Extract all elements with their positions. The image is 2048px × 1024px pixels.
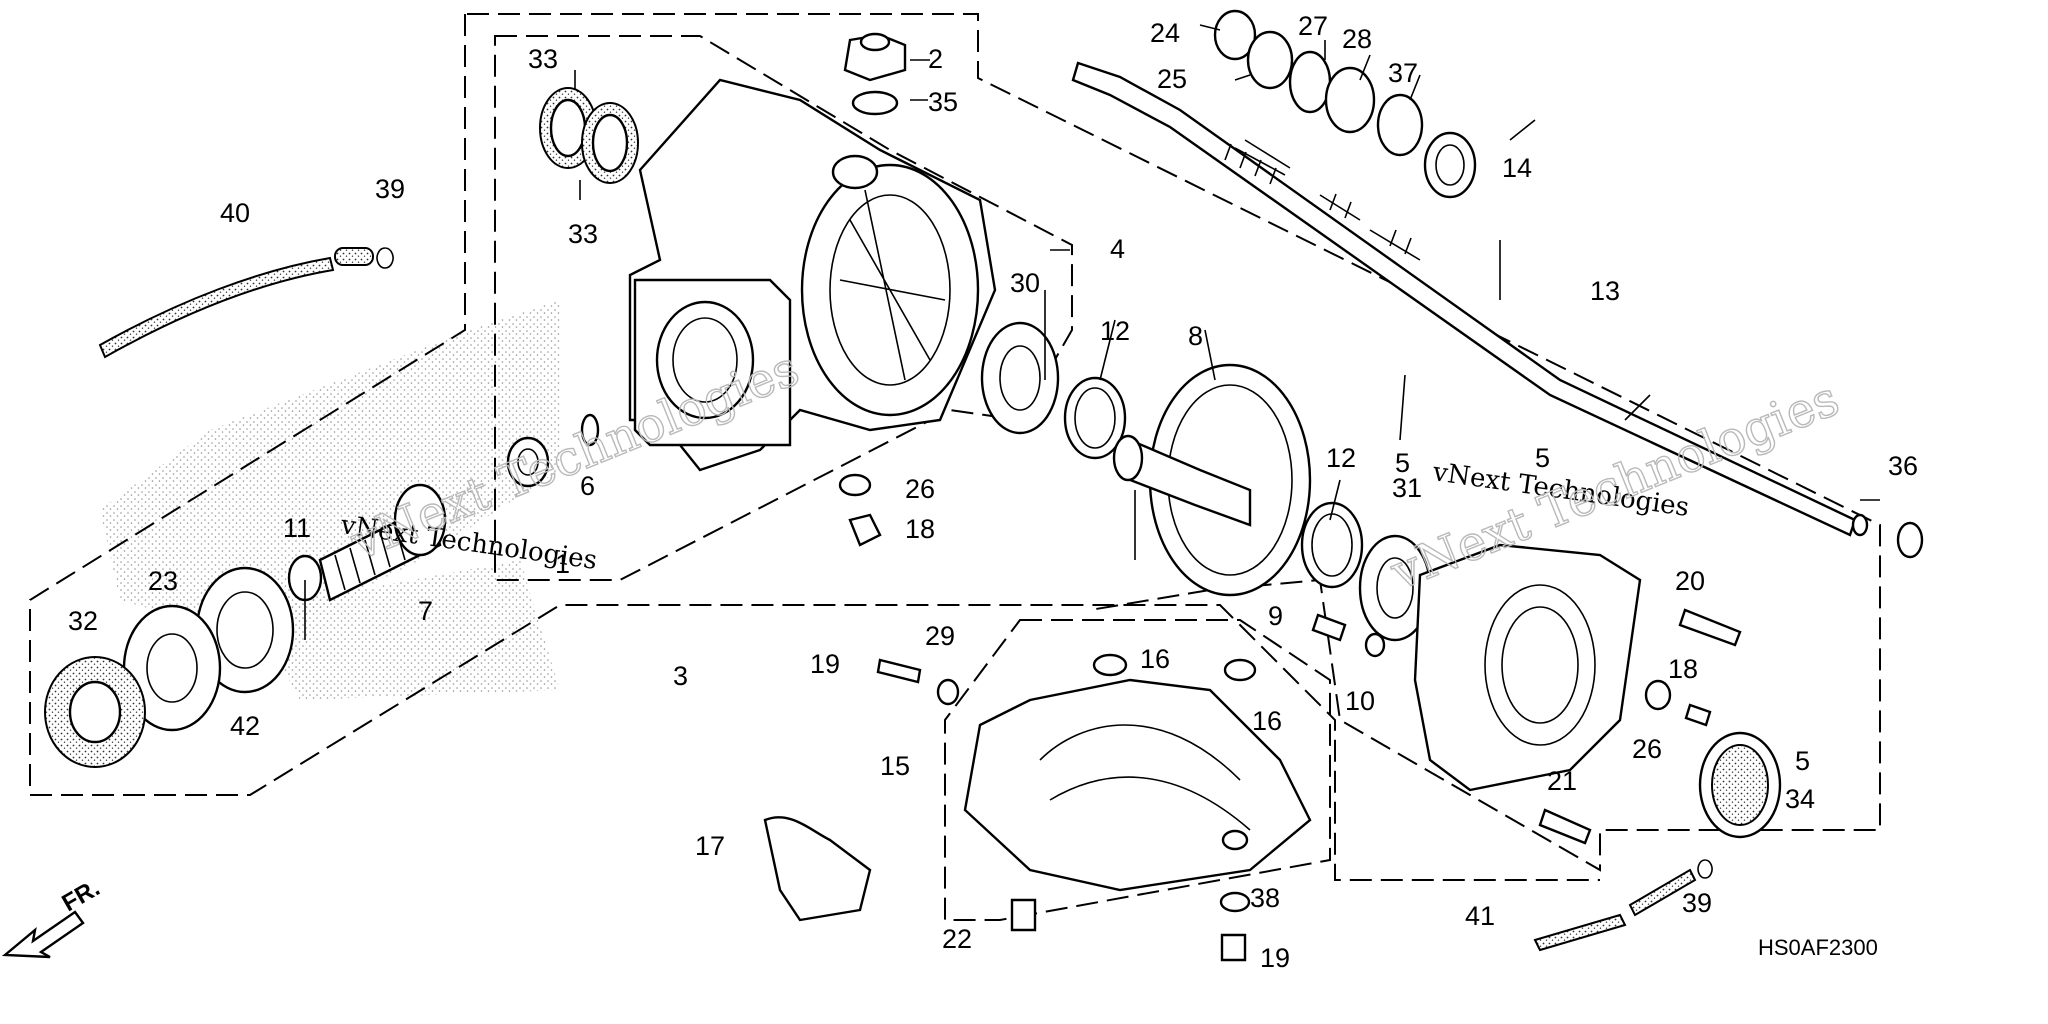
callout-5b: 5 (1535, 443, 1550, 473)
callout-42: 42 (230, 711, 260, 741)
callout-33a: 33 (528, 44, 558, 74)
callout-14: 14 (1502, 153, 1532, 183)
assembly-boundaries (29, 13, 1881, 921)
callout-12b: 12 (1326, 443, 1356, 473)
callout-5a: 5 (1395, 448, 1410, 478)
callout-17: 17 (695, 831, 725, 861)
callout-16a: 16 (1140, 644, 1170, 674)
callout-20: 20 (1675, 566, 1705, 596)
callout-18b: 18 (1668, 654, 1698, 684)
callout-39a: 39 (375, 174, 405, 204)
gear-case-cover (1413, 543, 1782, 839)
bolts-and-washers (838, 473, 1742, 962)
ring-gear (1112, 363, 1312, 597)
callout-12a: 12 (1100, 316, 1130, 346)
callout-6: 6 (580, 471, 595, 501)
callout-23: 23 (148, 566, 178, 596)
callout-22: 22 (942, 924, 972, 954)
callout-19a: 19 (810, 649, 840, 679)
callout-7: 7 (418, 596, 433, 626)
callout-29: 29 (925, 621, 955, 651)
background-logo-watermark (100, 300, 560, 700)
drive-pinion-assembly (44, 413, 600, 768)
callout-18a: 18 (905, 514, 935, 544)
callout-3: 3 (673, 661, 688, 691)
callout-5c: 5 (1795, 746, 1810, 776)
callout-28: 28 (1342, 24, 1372, 54)
figure-code: HS0AF2300 (1758, 935, 1878, 960)
callout-26a: 26 (905, 474, 935, 504)
callout-19b: 19 (1260, 943, 1290, 973)
leader-lines (304, 24, 1880, 640)
skid-plate (763, 653, 1312, 922)
callout-41: 41 (1465, 901, 1495, 931)
bearings-and-shims (980, 9, 1924, 642)
callout-33b: 33 (568, 219, 598, 249)
callout-labels: 1 2 3 4 5 5 5 6 7 8 9 10 11 12 12 13 14 … (68, 11, 1918, 973)
breather-tube (98, 247, 394, 359)
callout-21: 21 (1547, 766, 1577, 796)
callout-10: 10 (1345, 686, 1375, 716)
callout-35: 35 (928, 87, 958, 117)
callout-38: 38 (1250, 883, 1280, 913)
callout-39b: 39 (1682, 888, 1712, 918)
front-label: FR. (58, 874, 105, 917)
callout-27: 27 (1298, 11, 1328, 41)
rear-axle-shaft (1071, 61, 1869, 537)
callout-25: 25 (1157, 64, 1187, 94)
callout-16b: 16 (1252, 706, 1282, 736)
callout-36: 36 (1888, 451, 1918, 481)
oil-filler-cap (843, 32, 907, 116)
callout-13: 13 (1590, 276, 1620, 306)
callout-34: 34 (1785, 784, 1815, 814)
callout-40: 40 (220, 198, 250, 228)
callout-30: 30 (1010, 268, 1040, 298)
callout-4: 4 (1110, 234, 1125, 264)
final-gear-case (628, 78, 997, 472)
callout-32: 32 (68, 606, 98, 636)
oil-seals-33 (539, 87, 639, 184)
callout-24: 24 (1150, 18, 1180, 48)
callout-8: 8 (1188, 321, 1203, 351)
callout-9: 9 (1268, 601, 1283, 631)
callout-11: 11 (283, 513, 311, 543)
front-direction-arrow: FR. (1, 874, 105, 959)
callout-31: 31 (1392, 473, 1422, 503)
callout-37: 37 (1388, 58, 1418, 88)
callout-1: 1 (555, 549, 570, 579)
callout-15: 15 (880, 751, 910, 781)
callout-26b: 26 (1632, 734, 1662, 764)
callout-2: 2 (928, 44, 943, 74)
